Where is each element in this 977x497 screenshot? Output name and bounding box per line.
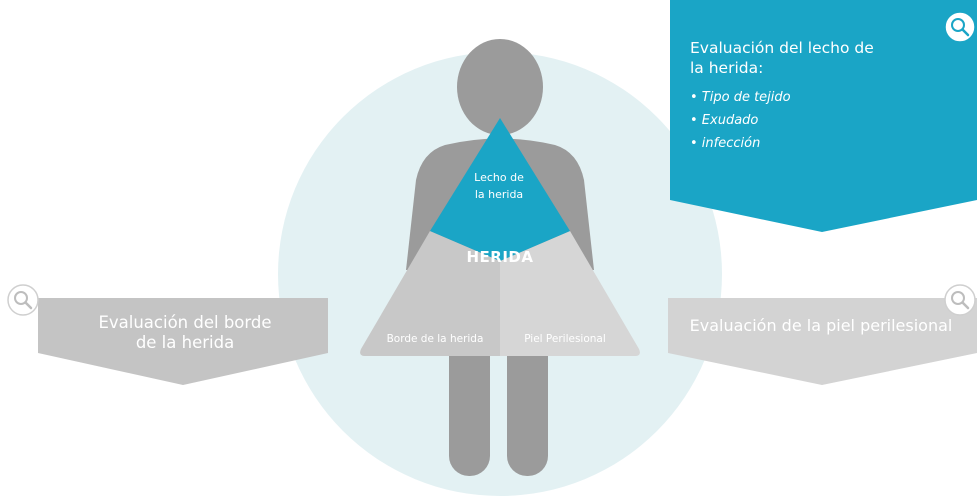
wound-bed-callout: Evaluación del lecho de la herida: • Tip… — [690, 38, 930, 155]
periwound-callout-title: Evaluación de la piel perilesional — [689, 316, 953, 335]
wound-edge-callout-shape — [38, 298, 328, 385]
magnifier-icon — [944, 284, 976, 316]
figure-right-leg — [507, 335, 548, 476]
list-item: • Exudado — [690, 113, 759, 128]
wound-bed-zoom-button[interactable] — [944, 11, 976, 47]
list-item: • infección — [690, 136, 761, 151]
wound-bed-callout-title: Evaluación del lecho de la herida: — [690, 39, 874, 77]
figure-head — [457, 39, 543, 135]
magnifier-icon — [7, 284, 39, 316]
wound-bed-callout-shape — [670, 0, 977, 232]
figure-left-leg — [449, 335, 490, 476]
periwound-region — [500, 231, 640, 356]
periwound-callout-shape — [668, 298, 977, 385]
wound-center-label: HERIDA — [466, 248, 534, 266]
wound-edge-zoom-button[interactable] — [7, 284, 39, 320]
list-item: • Tipo de tejido — [690, 90, 791, 105]
wound-edge-region — [360, 231, 500, 356]
magnifier-icon — [944, 11, 976, 43]
wound-bed-region — [430, 118, 570, 261]
periwound-zoom-button[interactable] — [944, 284, 976, 320]
wound-edge-label: Borde de la herida — [386, 333, 484, 345]
wound-bed-callout-list: • Tipo de tejido • Exudado • infección — [690, 86, 930, 155]
periwound-label: Piel Perilesional — [524, 333, 606, 345]
